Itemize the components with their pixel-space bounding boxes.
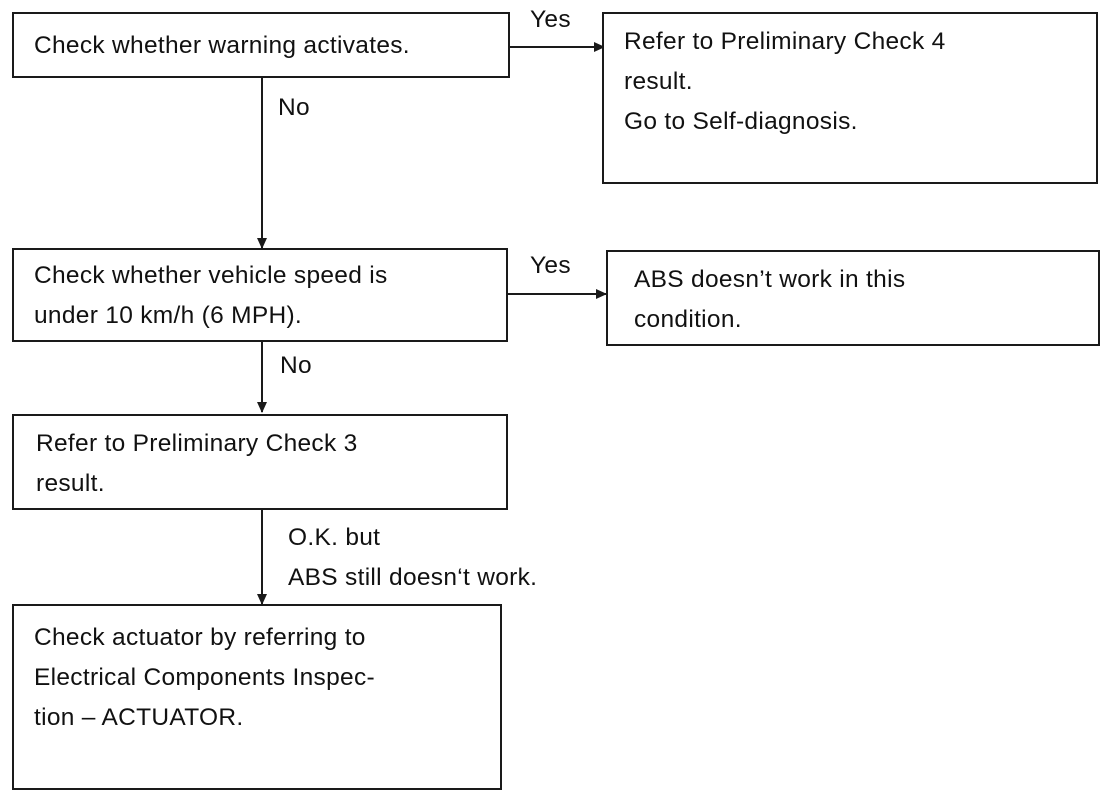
box-check-warning: Check whether warning activates. [12,12,510,78]
box-check-speed-text: Check whether vehicle speed is under 10 … [34,262,388,329]
box-abs-not-work-text: ABS doesn’t work in this condition. [634,266,906,333]
box-check-warning-text: Check whether warning activates. [34,32,410,59]
box-check-speed: Check whether vehicle speed is under 10 … [12,248,508,342]
box-refer-check4-text: Refer to Preliminary Check 4 result. Go … [624,28,946,135]
box-refer-check4: Refer to Preliminary Check 4 result. Go … [602,12,1098,184]
edge-label-speed-no: No [280,352,312,379]
box-refer-check3-text: Refer to Preliminary Check 3 result. [36,430,358,497]
box-check-actuator-text: Check actuator by referring to Electrica… [34,624,375,731]
edge-label-warning-no: No [278,94,310,121]
box-abs-not-work: ABS doesn’t work in this condition. [606,250,1100,346]
box-refer-check3: Refer to Preliminary Check 3 result. [12,414,508,510]
edge-label-speed-yes: Yes [530,252,571,279]
edge-label-warning-yes: Yes [530,6,571,33]
edge-label-check3-ok: O.K. but ABS still doesn‘t work. [288,524,538,591]
box-check-actuator: Check actuator by referring to Electrica… [12,604,502,790]
